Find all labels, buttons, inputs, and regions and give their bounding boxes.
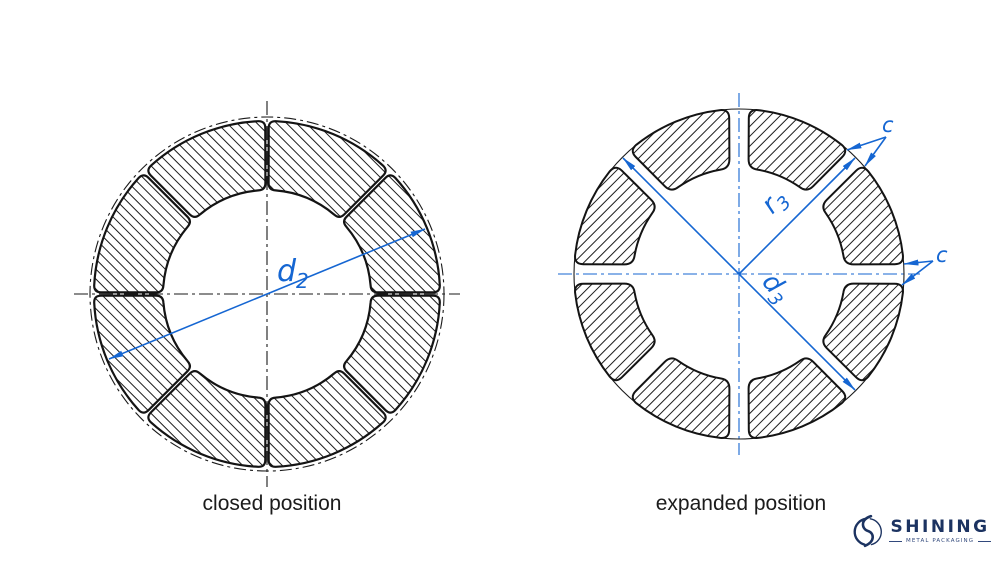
underlay-circle bbox=[89, 116, 445, 472]
caption-closed-position: closed position bbox=[202, 492, 342, 515]
ring-segment bbox=[747, 357, 847, 439]
logo-wordmark: SHINING METAL PACKAGING bbox=[889, 517, 992, 544]
ring-segment bbox=[822, 166, 904, 266]
ring-segment bbox=[822, 282, 904, 382]
expanded-position-diagram: r3 d3 c c bbox=[558, 93, 948, 455]
ring-segment bbox=[574, 166, 656, 266]
ring-segment bbox=[631, 109, 731, 191]
logo-swoosh-icon bbox=[853, 514, 882, 548]
ring-segment bbox=[147, 370, 267, 468]
closed-position-diagram: d2 bbox=[74, 101, 460, 487]
dimension-line-d3 bbox=[622, 157, 856, 391]
leader-line bbox=[903, 259, 934, 266]
ring-segment bbox=[574, 282, 656, 382]
label-main: d bbox=[277, 254, 297, 289]
dimension-d2: d2 bbox=[108, 228, 426, 360]
dimension-label-r3: r3 bbox=[756, 183, 796, 223]
logo-tagline: METAL PACKAGING bbox=[906, 538, 975, 544]
ring-segment bbox=[147, 120, 267, 218]
tagline-dash-left bbox=[889, 540, 902, 542]
dimension-label-c-top: c bbox=[882, 113, 894, 137]
brand-logo: SHINING METAL PACKAGING bbox=[851, 509, 992, 553]
ring-segment bbox=[747, 109, 847, 191]
leader-line bbox=[846, 136, 887, 151]
ring-segment bbox=[631, 357, 731, 439]
label-sub: 2 bbox=[296, 269, 309, 293]
logo-tagline-row: METAL PACKAGING bbox=[889, 538, 992, 544]
dimension-c-right: c bbox=[901, 243, 948, 286]
caption-expanded-position: expanded position bbox=[655, 492, 827, 515]
dimension-label-d2: d2 bbox=[277, 254, 309, 293]
dimension-line-d2 bbox=[108, 228, 426, 360]
logo-name: SHINING bbox=[890, 517, 990, 537]
dimension-c-top: c bbox=[846, 113, 894, 167]
leader-line bbox=[901, 260, 934, 286]
ring-segment bbox=[267, 370, 387, 468]
tagline-dash-right bbox=[978, 540, 992, 542]
dimension-label-c-right: c bbox=[936, 243, 948, 267]
leader-line bbox=[864, 136, 887, 167]
ring-segment bbox=[267, 120, 387, 218]
